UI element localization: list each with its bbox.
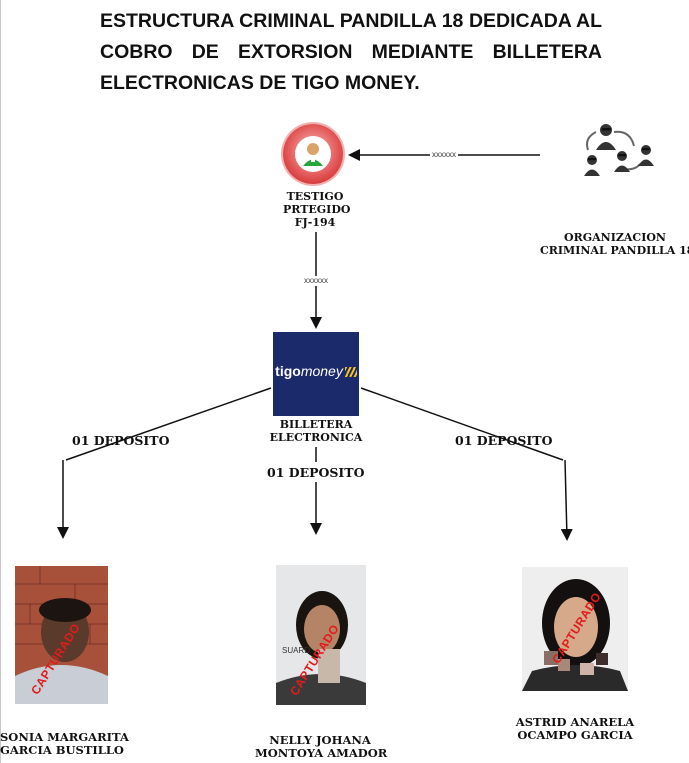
- suspect-photo-2: SUARD CAPTURADO: [276, 565, 366, 705]
- suspect-name-2: NELLY JOHANA MONTOYA AMADOR: [255, 733, 388, 760]
- suspect-name-1: SONIA MARGARITA GARCIA BUSTILLO: [0, 730, 129, 757]
- suspect-photo-3: CAPTURADO: [522, 567, 628, 691]
- deposit-label-left: 01 DEPOSITO: [72, 433, 170, 448]
- edge-wallet-to-right: [360, 387, 564, 461]
- suspect-name-3: ASTRID ANARELA OCAMPO GARCIA: [515, 715, 635, 742]
- wallet-logo-stripes: [344, 367, 357, 377]
- deposit-label-right: 01 DEPOSITO: [455, 433, 553, 448]
- wallet-logo-suffix: money: [300, 363, 343, 379]
- diagram-title: ESTRUCTURA CRIMINAL PANDILLA 18 DEDICADA…: [100, 6, 602, 99]
- edge-label-org-witness: xxxxxx: [430, 150, 458, 160]
- title-line-3: ELECTRONICAS DE TIGO MONEY.: [100, 72, 420, 94]
- edge-right-down: [560, 459, 573, 541]
- page-left-border: [0, 0, 1, 763]
- edge-label-witness-wallet: xxxxxx: [302, 276, 330, 286]
- title-line-2: COBRO DE EXTORSION MEDIANTE BILLETERA: [100, 41, 602, 63]
- deposit-label-center: 01 DEPOSITO: [267, 465, 365, 480]
- wallet-label: BILLETERA ELECTRONICA: [269, 418, 363, 444]
- gang-network-icon: [578, 120, 658, 180]
- svg-text:SUARD: SUARD: [282, 646, 310, 655]
- title-line-1: ESTRUCTURA CRIMINAL PANDILLA 18 DEDICADA…: [100, 10, 602, 32]
- edge-wallet-to-left: [65, 387, 272, 461]
- protected-witness-icon: [295, 136, 331, 172]
- suspect-photo-1: CAPTURADO: [15, 566, 108, 704]
- witness-label: TESTIGO PRTEGIDO FJ-194: [283, 190, 351, 229]
- organization-label: ORGANIZACION CRIMINAL PANDILLA 18: [540, 231, 689, 257]
- witness-node: [283, 124, 343, 184]
- tigo-money-wallet-logo: tigomoney: [273, 332, 359, 416]
- wallet-logo-prefix: tigo: [275, 363, 301, 379]
